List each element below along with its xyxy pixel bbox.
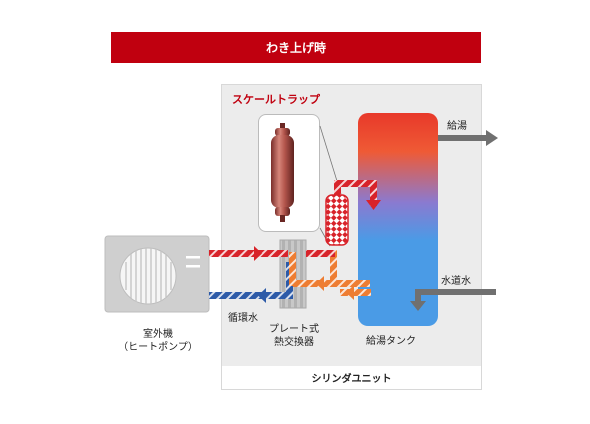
plate-hx-label: プレート式 熱交換器 (269, 324, 319, 348)
scale-trap (325, 194, 349, 246)
hot-water-supply-label: 給湯 (447, 121, 467, 132)
cylinder-unit-label: シリンダユニット (221, 366, 482, 390)
tank-to-hx-pipe (340, 285, 371, 300)
warm-pipe-hx (289, 250, 370, 291)
tap-water-inlet-arrow (410, 289, 496, 311)
hot-water-tank (358, 113, 438, 326)
tap-water-label: 水道水 (441, 276, 471, 287)
hot-water-supply-arrow (438, 130, 498, 146)
hot-pipe-outdoor-to-hx (209, 246, 288, 261)
scale-trap-photo (271, 123, 294, 222)
hot-water-tank-label: 給湯タンク (366, 336, 416, 347)
circulating-water-label: 循環水 (228, 313, 258, 324)
outdoor-unit (104, 235, 210, 313)
scale-trap-title: スケールトラップ (232, 93, 320, 106)
mode-banner: わき上げ時 (111, 32, 481, 63)
banner-title: わき上げ時 (265, 41, 326, 55)
outdoor-unit-fan (119, 247, 177, 305)
outdoor-unit-label: 室外機 （ヒートポンプ） (118, 329, 198, 353)
